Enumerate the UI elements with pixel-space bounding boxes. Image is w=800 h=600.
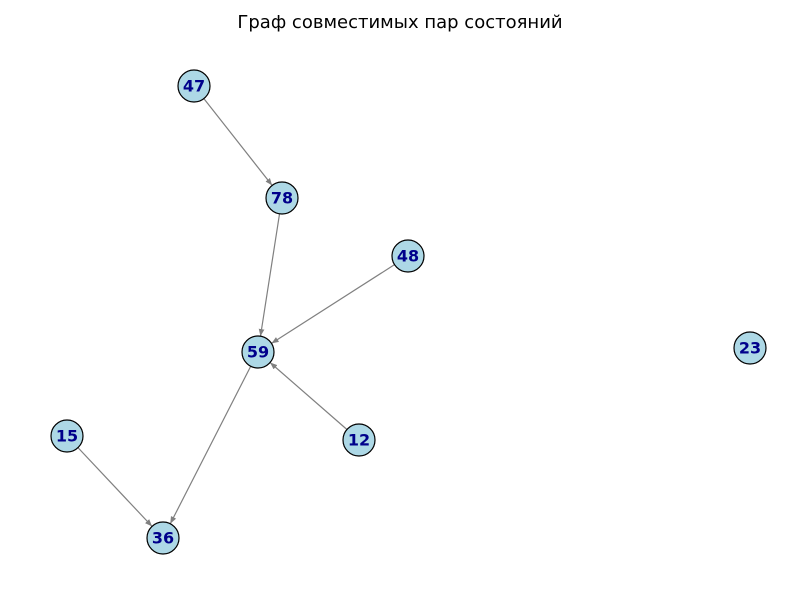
node-circle-15: [50, 419, 84, 453]
edge-48-59: [271, 264, 395, 344]
node-12: 12: [342, 423, 376, 457]
edge-12-59: [269, 362, 348, 430]
edge-47-78: [203, 98, 273, 186]
node-78: 78: [265, 181, 299, 215]
node-label-23: 23: [739, 339, 761, 358]
node-circle-78: [265, 181, 299, 215]
node-36: 36: [146, 521, 180, 555]
node-48: 48: [391, 239, 425, 273]
node-label-36: 36: [152, 529, 174, 548]
nodes-layer: 47 78 48 59 23 15 12 36: [50, 69, 767, 555]
node-circle-36: [146, 521, 180, 555]
node-label-15: 15: [56, 427, 78, 446]
edges-layer: [77, 98, 395, 527]
node-label-12: 12: [348, 431, 370, 450]
node-59: 59: [241, 335, 275, 369]
node-label-47: 47: [183, 77, 205, 96]
node-label-59: 59: [247, 343, 269, 362]
node-circle-12: [342, 423, 376, 457]
node-circle-59: [241, 335, 275, 369]
node-label-78: 78: [271, 189, 293, 208]
edge-59-36: [169, 365, 252, 525]
node-15: 15: [50, 419, 84, 453]
edge-15-36: [77, 447, 153, 527]
node-circle-47: [177, 69, 211, 103]
node-label-48: 48: [397, 247, 419, 266]
node-47: 47: [177, 69, 211, 103]
node-23: 23: [733, 331, 767, 365]
edge-78-59: [258, 213, 281, 337]
node-circle-48: [391, 239, 425, 273]
graph-title: Граф совместимых пар состояний: [237, 12, 563, 33]
node-circle-23: [733, 331, 767, 365]
